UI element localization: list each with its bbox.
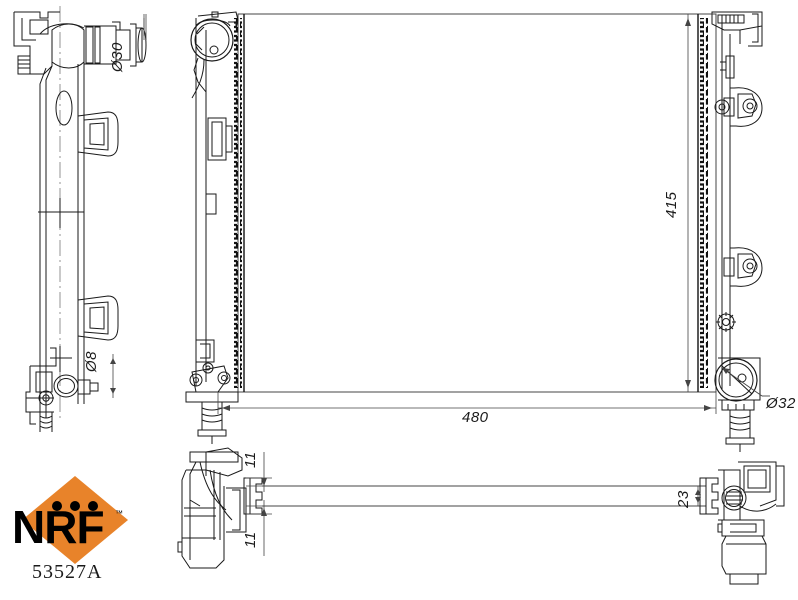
side-outlet-assembly [25, 347, 99, 432]
dimension-core-width [217, 392, 717, 414]
left-tank-tab-mid [205, 193, 217, 215]
core-outline [237, 13, 717, 393]
side-mount-bracket-lower [77, 295, 119, 341]
dimension-drain-diameter [110, 354, 116, 398]
cross-mark-upper [38, 198, 84, 228]
right-mount-bracket-2 [723, 247, 763, 287]
cross-mark-lower [50, 346, 72, 372]
dimension-bottom-view-depth [695, 486, 701, 506]
logo-dot-2 [70, 501, 80, 511]
nrf-logo: NRF ™ [12, 476, 128, 564]
dim-tank-depth-top-label: 11 [242, 451, 259, 468]
right-top-cap [711, 11, 763, 47]
dimension-outlet-leader [721, 367, 770, 397]
part-number-label: 53527A [32, 561, 102, 583]
dimension-core-height [685, 13, 716, 393]
side-mount-bracket [77, 111, 119, 157]
dim-inlet-diameter-label: Ø30 [109, 42, 126, 73]
bottom-right-tank [699, 461, 785, 585]
filler-oval [55, 90, 73, 126]
left-inlet-port [190, 11, 239, 99]
dim-drain-diameter-label: Ø8 [83, 351, 100, 373]
logo-diamond [22, 476, 128, 564]
dimension-inlet-diameter [143, 14, 147, 40]
right-outlet-port [714, 357, 761, 452]
left-bottom-fitting [185, 339, 239, 444]
logo-trademark: ™ [115, 509, 123, 518]
right-mount-bracket-1 [714, 87, 763, 127]
core-fin-edge-left [234, 18, 242, 388]
logo-dot-3 [88, 501, 98, 511]
logo-wordmark: NRF [12, 501, 104, 553]
left-tank-tab [207, 117, 233, 161]
dim-core-height-label: 415 [663, 191, 680, 218]
dim-bottom-view-depth-label: 23 [675, 490, 692, 509]
logo-dot-1 [52, 501, 62, 511]
right-tank-nut [716, 312, 736, 332]
left-tank [185, 11, 245, 444]
bottom-core-body [262, 485, 706, 507]
bottom-left-tank [177, 447, 263, 569]
core-fin-edge-right [700, 18, 708, 388]
front-elevation-view [185, 11, 770, 452]
dim-tank-depth-bottom-label: 11 [242, 531, 259, 548]
side-profile-view [13, 6, 147, 432]
right-tank-clip [720, 55, 735, 79]
side-tank-body [39, 62, 85, 418]
dimension-tank-depth-top [246, 452, 272, 492]
dim-core-width-label: 480 [462, 409, 489, 426]
right-tank [697, 11, 763, 452]
dimension-tank-depth-bottom [246, 500, 272, 556]
bottom-plan-view [177, 447, 785, 585]
dim-outlet-diameter-label: Ø32 [765, 395, 796, 412]
